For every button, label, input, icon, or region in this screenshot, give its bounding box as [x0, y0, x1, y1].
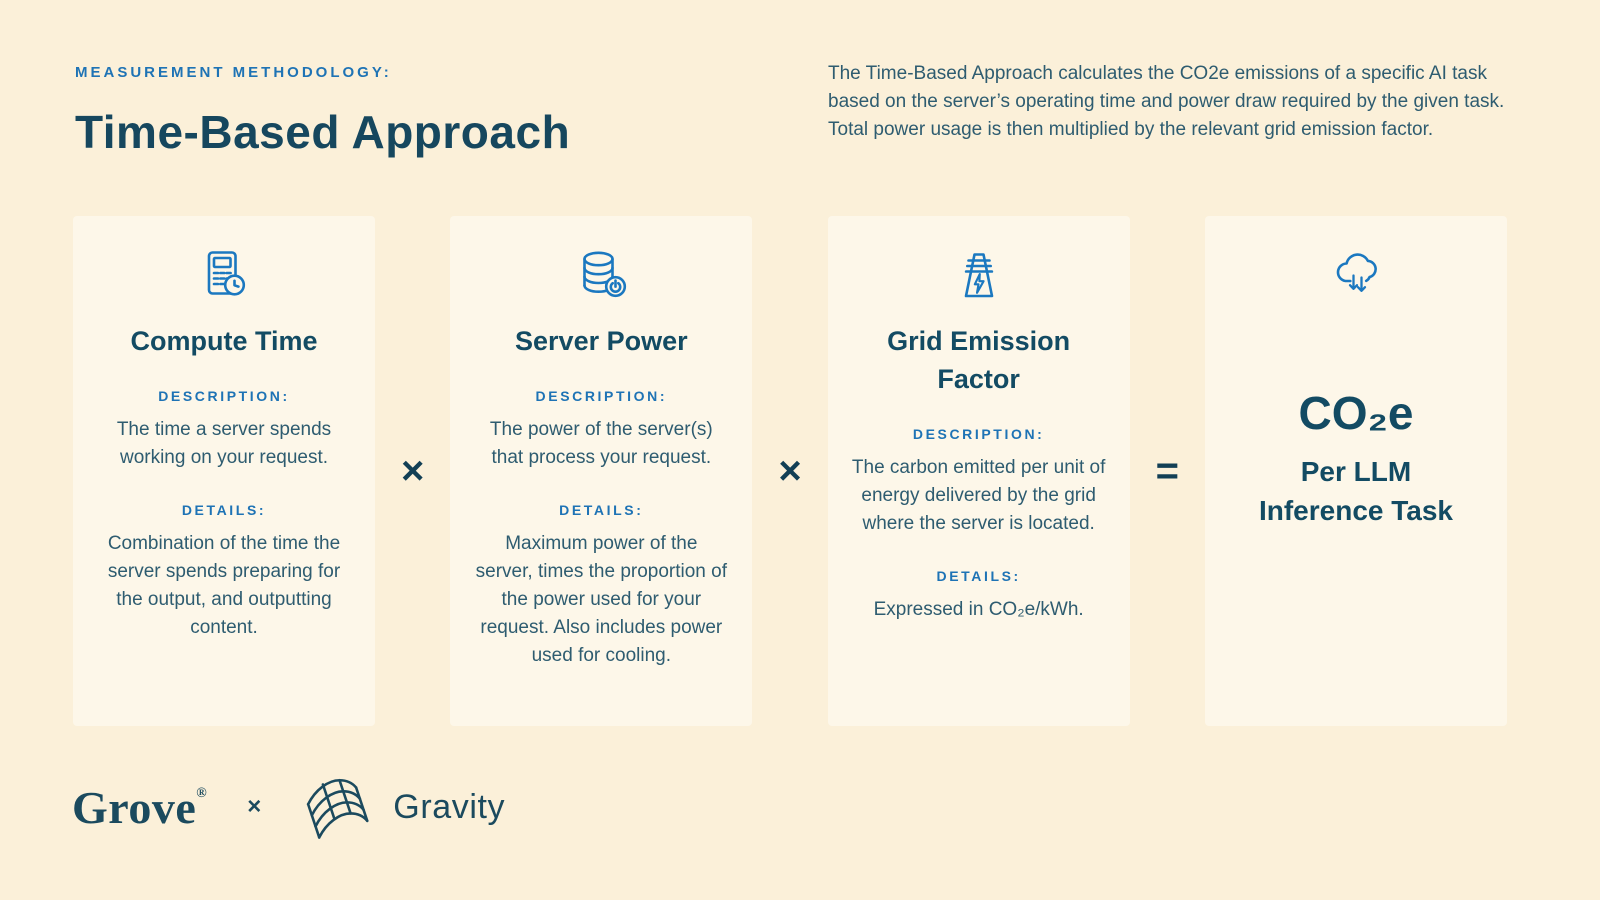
description-text: The carbon emitted per unit of energy de…	[851, 457, 1106, 534]
details-text: Combination of the time the server spend…	[107, 533, 341, 638]
description-label: DESCRIPTION:	[912, 426, 1045, 442]
result-subtitle-line1: Per LLM	[1300, 456, 1412, 487]
details-text: Maximum power of the server, times the p…	[475, 533, 727, 666]
description-text: The power of the server(s) that process …	[489, 419, 713, 468]
details-label: DETAILS:	[559, 502, 644, 518]
result-title: CO₂e	[1298, 387, 1414, 439]
details-label: DETAILS:	[181, 502, 267, 518]
card-server-power: Server Power DESCRIPTION: The power of t…	[450, 216, 753, 726]
result-subtitle: Per LLM Inference Task	[1229, 452, 1483, 530]
card-result-co2e: CO₂e Per LLM Inference Task	[1204, 216, 1507, 726]
header-left: MEASUREMENT METHODOLOGY: Time-Based Appr…	[75, 64, 755, 159]
registered-mark-icon: ®	[196, 785, 208, 801]
page-title: Time-Based Approach	[75, 106, 571, 158]
card-title: Compute Time	[130, 326, 318, 356]
gravity-wordmark: Gravity	[393, 787, 506, 826]
server-power-icon	[474, 246, 728, 304]
result-subtitle-line2: Inference Task	[1258, 495, 1453, 526]
multiply-operator: ×	[778, 449, 802, 493]
description-label: DESCRIPTION:	[535, 388, 668, 404]
details-label: DETAILS:	[936, 568, 1021, 584]
multiply-operator: ×	[400, 449, 425, 493]
cloud-arrows-icon	[1229, 246, 1483, 304]
card-title: Server Power	[515, 326, 688, 356]
eyebrow-label: MEASUREMENT METHODOLOGY:	[75, 64, 392, 81]
footer-lockup: Grove® × Gravity	[72, 770, 505, 844]
grove-logo: Grove®	[72, 781, 207, 834]
card-title: Grid Emission Factor	[887, 326, 1071, 394]
gravity-flag-icon	[295, 771, 373, 843]
card-compute-time: Compute Time DESCRIPTION: The time a ser…	[73, 216, 375, 726]
intro-paragraph: The Time-Based Approach calculates the C…	[828, 63, 1505, 140]
equals-operator: =	[1155, 449, 1179, 493]
transmission-tower-icon	[852, 246, 1106, 304]
card-grid-emission-factor: Grid Emission Factor DESCRIPTION: The ca…	[827, 216, 1130, 726]
details-text: Expressed in CO₂e/kWh.	[873, 599, 1084, 620]
description-label: DESCRIPTION:	[158, 388, 290, 404]
equation-row: Compute Time DESCRIPTION: The time a ser…	[73, 216, 1507, 726]
collab-cross: ×	[247, 793, 262, 820]
calculator-clock-icon	[97, 246, 351, 304]
description-text: The time a server spends working on your…	[116, 419, 332, 468]
grove-wordmark: Grove	[72, 781, 197, 833]
